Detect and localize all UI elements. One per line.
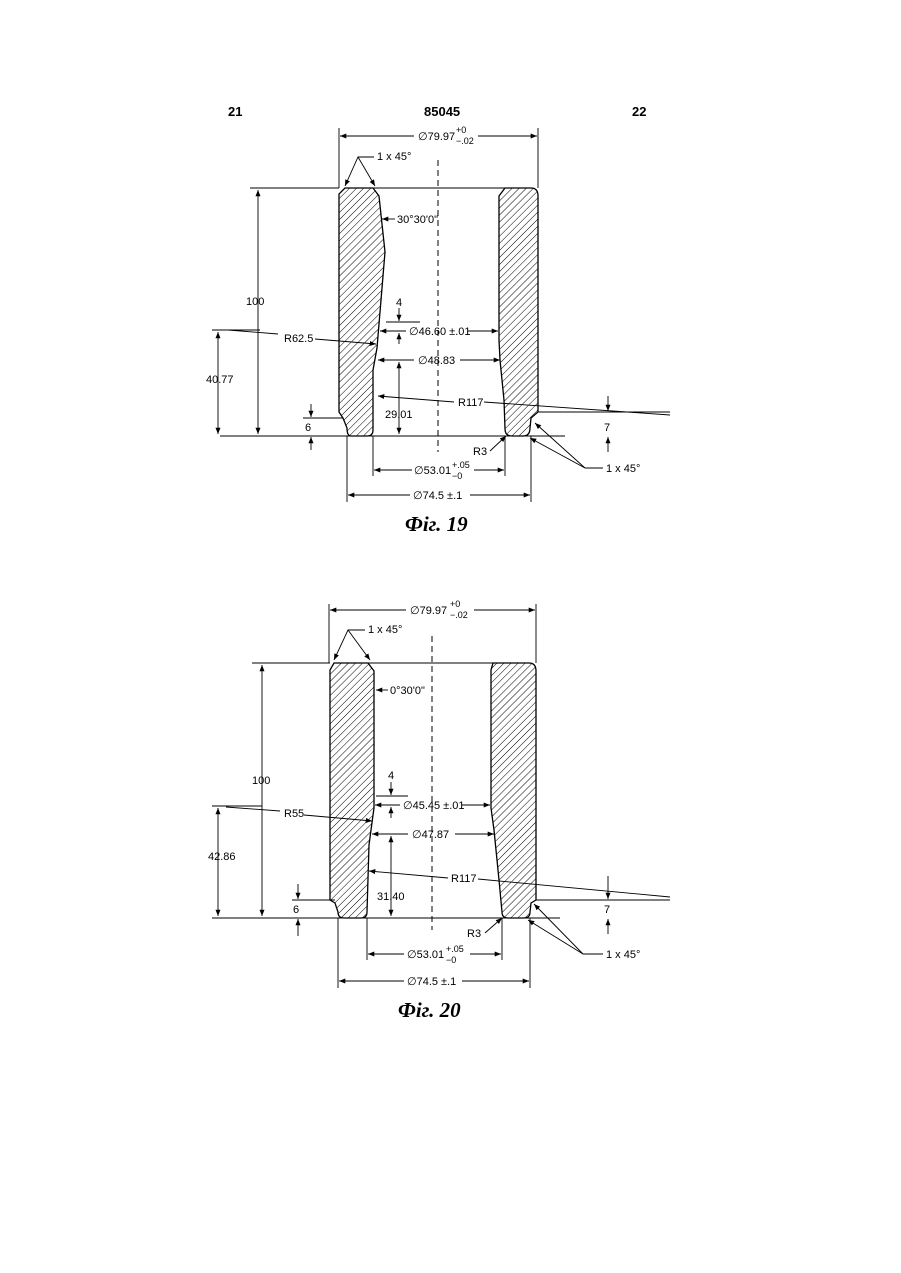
fig20-step-7-label: 7 [604, 904, 610, 916]
fig19-bore-label: ∅53.01 [414, 465, 451, 477]
fig19-leader [535, 423, 585, 468]
fig20-od-bottom-label: ∅74.5 ±.1 [407, 976, 456, 988]
fig20-height-label: 100 [252, 775, 270, 787]
fig19-bore-value: 53.01 [424, 465, 452, 477]
fig19-od-top-label: ∅79.97 [418, 131, 455, 143]
fig19-dim-29-label: 29.01 [385, 409, 413, 421]
fig19-leader [378, 396, 454, 402]
fig20-chamfer-bottom-label: 1 x 45° [606, 949, 640, 961]
fig19-step-4-label: 4 [396, 297, 402, 309]
fig19-chamfer-leader [358, 157, 375, 186]
fig20-chamfer-top-label: 1 x 45° [368, 624, 402, 636]
fig20-step-6-label: 6 [293, 904, 299, 916]
fig20-bore-tol-plus: +.05 [446, 944, 464, 954]
fig20-od-top-label: ∅79.97 [410, 605, 447, 617]
fig20-d1-value: 45.45 ±.01 [413, 800, 465, 812]
fig19-bore-tol-plus: +.05 [452, 460, 470, 470]
fig20-bore-tol-minus: −0 [446, 955, 456, 965]
fig19-caption: Фіг. 19 [405, 512, 468, 536]
diameter-symbol: ∅ [407, 949, 417, 961]
fig20-od-top-value: 79.97 [420, 605, 448, 617]
diameter-symbol: ∅ [410, 605, 420, 617]
fig19-d1-label: ∅46.60 ±.01 [409, 326, 471, 338]
fig20-r3-label: R3 [467, 928, 481, 940]
fig20-d2-value: 47.87 [422, 829, 450, 841]
fig19-leader [228, 330, 278, 334]
fig19-od-top-tol-minus: −.02 [456, 136, 474, 146]
fig20-r117-label: R117 [451, 873, 476, 885]
diameter-symbol: ∅ [414, 465, 424, 477]
fig19-leader [530, 438, 585, 468]
fig20-leader [226, 807, 280, 811]
fig20-caption: Фіг. 20 [398, 998, 461, 1022]
diameter-symbol: ∅ [403, 800, 413, 812]
fig20-dim-31-label: 31.40 [377, 891, 405, 903]
fig20-step-4-label: 4 [388, 770, 394, 782]
fig19-taper-angle-label: 30°30'0" [397, 214, 438, 226]
fig19-r117-label: R117 [458, 397, 483, 409]
fig20-taper-angle-label: 0°30'0" [390, 685, 425, 697]
fig19-step-7-label: 7 [604, 422, 610, 434]
fig20-d1-label: ∅45.45 ±.01 [403, 800, 465, 812]
fig20-radius-large-label: R55 [284, 808, 304, 820]
fig19-left-wall-section [339, 188, 385, 436]
fig20-od-top-tol-minus: −.02 [450, 610, 468, 620]
fig20-leader [534, 904, 583, 954]
fig19-right-wall-section [499, 188, 538, 436]
fig20-leader [528, 920, 583, 954]
diameter-symbol: ∅ [418, 131, 428, 143]
fig19-height-low-label: 40.77 [206, 374, 234, 386]
fig20-height-low-label: 42.86 [208, 851, 236, 863]
fig20-d2-label: ∅47.87 [412, 829, 449, 841]
diameter-symbol: ∅ [409, 326, 419, 338]
fig19-d2-value: 48.83 [428, 355, 456, 367]
fig19-od-bottom-value: 74.5 ±.1 [423, 490, 463, 502]
fig19-height-label: 100 [246, 296, 264, 308]
fig19-r3-label: R3 [473, 446, 487, 458]
fig19-d1-value: 46.60 ±.01 [419, 326, 471, 338]
figure-19: ∅79.97 +0 −.02 1 x 45° 30°30'0" 100 40.7… [206, 125, 670, 536]
fig19-radius-large-label: R62.5 [284, 333, 313, 345]
fig20-bore-value: 53.01 [417, 949, 445, 961]
fig20-left-wall-section [330, 663, 374, 918]
figure-20: ∅79.97 +0 −.02 1 x 45° 0°30'0" 100 42.86… [208, 599, 670, 1022]
fig20-right-wall-section [491, 663, 536, 918]
fig19-d2-label: ∅48.83 [418, 355, 455, 367]
fig19-chamfer-leader [345, 157, 374, 186]
fig20-od-bottom-value: 74.5 ±.1 [417, 976, 457, 988]
fig20-bore-label: ∅53.01 [407, 949, 444, 961]
fig20-chamfer-leader [348, 630, 370, 660]
fig19-leader [490, 436, 506, 451]
fig20-chamfer-leader [334, 630, 365, 660]
fig19-od-top-value: 79.97 [428, 131, 456, 143]
fig19-od-top-tol-plus: +0 [456, 125, 466, 135]
fig19-od-bottom-label: ∅74.5 ±.1 [413, 490, 462, 502]
fig20-leader [369, 871, 448, 878]
fig19-chamfer-top-label: 1 x 45° [377, 151, 411, 163]
fig20-leader [485, 918, 502, 933]
diameter-symbol: ∅ [412, 829, 422, 841]
fig19-bore-tol-minus: −0 [452, 471, 462, 481]
fig20-od-top-tol-plus: +0 [450, 599, 460, 609]
diameter-symbol: ∅ [407, 976, 417, 988]
fig19-chamfer-bottom-label: 1 x 45° [606, 463, 640, 475]
diameter-symbol: ∅ [418, 355, 428, 367]
fig19-step-6-label: 6 [305, 422, 311, 434]
diameter-symbol: ∅ [413, 490, 423, 502]
